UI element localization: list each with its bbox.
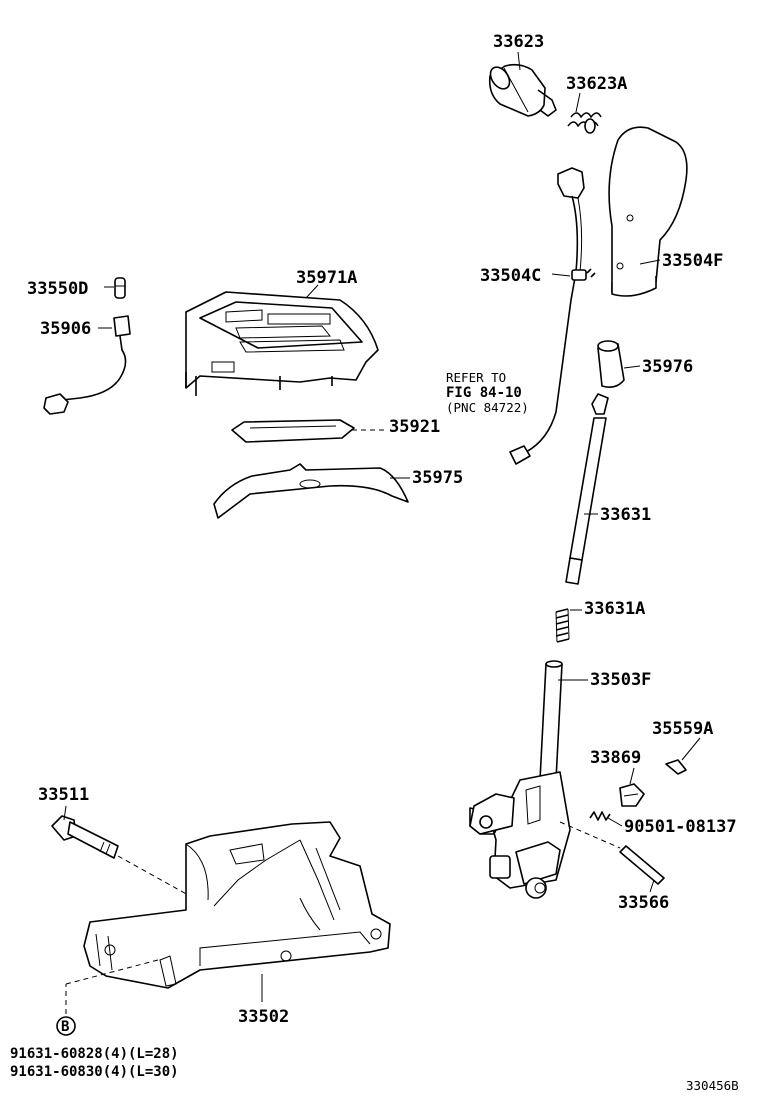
label-35976: 35976 — [642, 357, 693, 377]
label-33504C: 33504C — [480, 266, 541, 286]
part-33623-button — [488, 63, 557, 117]
part-33566-pin — [619, 845, 665, 885]
part-33502-base-housing — [83, 821, 391, 989]
part-35976-sleeve — [597, 340, 625, 388]
refer-line-2: FIG 84-10 — [446, 385, 522, 401]
bolt-line-1: 91631-60828(4)(L=28) — [10, 1046, 179, 1062]
guide-33511 — [117, 855, 191, 897]
leader-35971A — [305, 284, 319, 299]
label-35975: 35975 — [412, 468, 463, 488]
label-33550D: 33550D — [27, 279, 88, 299]
leader-35976 — [623, 365, 641, 369]
part-33504C-switch-wire — [509, 167, 596, 465]
label-33623A: 33623A — [566, 74, 627, 94]
leader-33869 — [629, 767, 635, 785]
label-33623: 33623 — [493, 32, 544, 52]
label-33869: 33869 — [590, 748, 641, 768]
label-33631: 33631 — [600, 505, 651, 525]
part-33550D-pin — [114, 277, 126, 299]
label-33503F: 33503F — [590, 670, 651, 690]
bolt-line-2: 91631-60830(4)(L=30) — [10, 1064, 179, 1080]
leader-33566 — [649, 879, 655, 893]
part-33504F-shift-knob — [608, 126, 688, 297]
figure-id: 330456B — [686, 1078, 739, 1093]
guide-bolt-b-2 — [65, 959, 159, 985]
label-35971A: 35971A — [296, 268, 357, 288]
leader-90501 — [607, 817, 623, 827]
bolt-b-circle — [56, 1016, 76, 1036]
label-33566: 33566 — [618, 893, 669, 913]
part-35906-lamp-wire — [43, 315, 131, 415]
leader-35559A — [681, 737, 701, 761]
label-33502: 33502 — [238, 1007, 289, 1027]
part-35971A-indicator-housing — [185, 291, 379, 396]
label-35921: 35921 — [389, 417, 440, 437]
label-33631A: 33631A — [584, 599, 645, 619]
part-33503F-lever-assembly — [469, 660, 571, 899]
refer-line-3: (PNC 84722) — [446, 400, 529, 415]
part-33869-stopper — [619, 783, 645, 807]
part-33623A-spring — [567, 112, 602, 134]
leader-33504F — [639, 259, 661, 265]
refer-line-1: REFER TO — [446, 370, 506, 385]
leader-33511 — [63, 805, 67, 821]
part-35559A-clip — [665, 759, 687, 775]
leader-33504C — [551, 273, 571, 277]
part-33511-bolt — [51, 815, 119, 859]
part-35921-plate — [231, 419, 355, 443]
bolt-b-marker: B — [61, 1019, 69, 1035]
label-90501-08137: 90501-08137 — [624, 817, 737, 837]
part-90501-08137-spring — [589, 811, 611, 821]
part-33631A-spring — [555, 608, 570, 643]
leader-33623 — [517, 51, 521, 71]
leader-33623A — [575, 92, 581, 113]
part-33631-rod — [565, 393, 609, 585]
guide-33566 — [559, 821, 621, 849]
label-35559A: 35559A — [652, 719, 713, 739]
label-33504F: 33504F — [662, 251, 723, 271]
label-35906: 35906 — [40, 319, 91, 339]
part-35975-cover — [213, 463, 409, 519]
label-33511: 33511 — [38, 785, 89, 805]
